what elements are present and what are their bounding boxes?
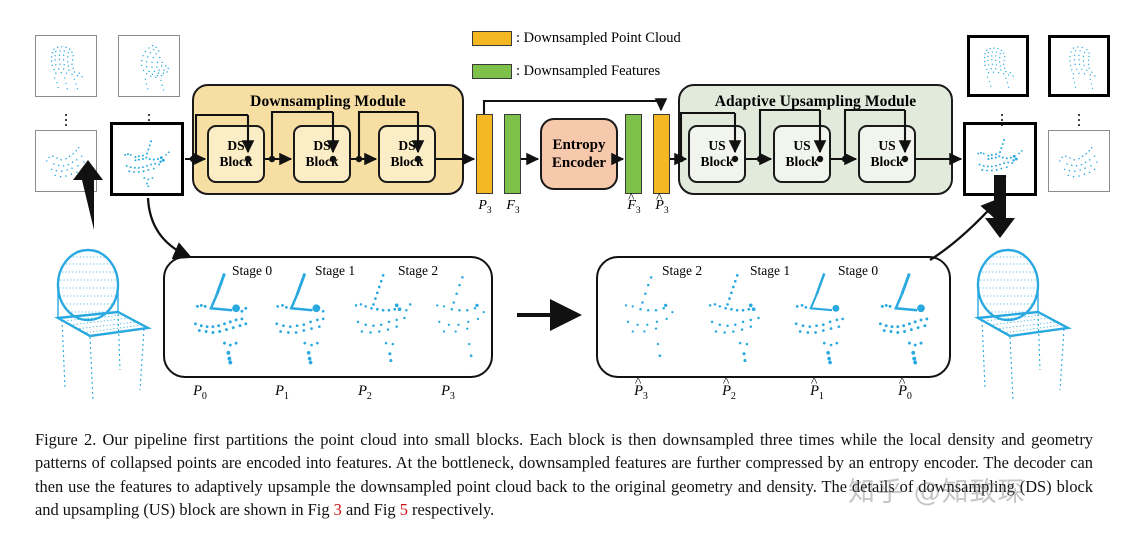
p3-hat-bar-label: P3: [643, 198, 681, 216]
entropy-encoder-box[interactable]: Entropy Encoder: [540, 118, 618, 190]
f3-hat-bar-label: F3: [615, 198, 653, 216]
f3-bar: [504, 114, 521, 194]
left-stage-label-0: Stage 0: [232, 263, 273, 278]
ds-block-2-line1: DS: [313, 138, 331, 154]
caption-part-1: Figure 2. Our pipeline first partitions …: [35, 430, 1093, 519]
upsampling-stage-point-clouds: [624, 272, 929, 365]
us-block-2-line1: US: [793, 138, 811, 154]
ds-block-2[interactable]: DS Block: [293, 125, 351, 183]
f3-hat-bar: [625, 114, 642, 194]
vertical-ellipsis-left-2: ...: [146, 101, 152, 130]
caption-part-2: and Fig: [341, 499, 400, 519]
us-block-2-line2: Block: [785, 154, 819, 169]
vertical-ellipsis-left-1: ...: [63, 101, 69, 130]
point-cloud-chair-recon-2: [1069, 46, 1096, 90]
caption-ref-fig5: 5: [399, 499, 408, 519]
left-panel-label-p1: P1: [275, 383, 289, 402]
p3-bar-label: P3: [478, 198, 492, 216]
us-block-2[interactable]: US Block: [773, 125, 831, 183]
figure-caption: Figure 2. Our pipeline first partitions …: [35, 428, 1093, 521]
p3-hat-bar: [653, 114, 670, 194]
right-panel-label-p0-hat: P0: [884, 383, 926, 402]
caption-part-3: respectively.: [407, 499, 495, 519]
point-cloud-chair-recon-1: [983, 47, 1014, 88]
entropy-encoder-line1: Entropy: [552, 137, 606, 153]
vertical-ellipsis-right-2: ...: [1076, 101, 1082, 130]
point-cloud-chair-original: [54, 248, 152, 401]
us-block-1-line1: US: [708, 138, 726, 154]
point-cloud-chair-dense-1: [50, 46, 83, 90]
ds-block-3[interactable]: DS Block: [378, 125, 436, 183]
us-block-1-line2: Block: [700, 154, 734, 169]
output-block-thumbnail-top-2: [1048, 35, 1110, 97]
us-block-3[interactable]: US Block: [858, 125, 916, 183]
output-full-point-cloud-chair: [960, 240, 1085, 405]
input-block-thumbnail-top-2: [118, 35, 180, 97]
right-panel-label-p3-hat: P3: [620, 383, 662, 402]
left-panel-label-p0: P0: [193, 383, 207, 402]
entropy-encoder-line2: Encoder: [551, 155, 607, 171]
us-block-1[interactable]: US Block: [688, 125, 746, 183]
right-stage-label-0: Stage 0: [838, 263, 879, 278]
input-block-thumbnail-bottom-1: [35, 130, 97, 192]
upsampling-stages-panel: [596, 256, 951, 378]
downsampling-module-title: Downsampling Module: [250, 93, 406, 110]
left-stage-label-2: Stage 2: [398, 263, 439, 278]
input-full-point-cloud-chair: [40, 240, 165, 405]
output-block-thumbnail-bottom-2: [1048, 130, 1110, 192]
f3-bar-label: F3: [506, 198, 520, 216]
vertical-ellipsis-right-1: ...: [999, 101, 1005, 130]
downsampling-stages-panel: [163, 256, 493, 378]
point-cloud-chair-dense-2: [141, 44, 169, 91]
point-cloud-reconstructed-block: [977, 138, 1023, 186]
caption-ref-fig3: 3: [333, 499, 342, 519]
left-panel-label-p3: P3: [441, 383, 455, 402]
legend-item-downsampled-features: : Downsampled Features: [472, 63, 660, 80]
left-panel-label-p2: P2: [358, 383, 372, 402]
us-block-3-line1: US: [878, 138, 896, 154]
ds-block-1[interactable]: DS Block: [207, 125, 265, 183]
ds-block-3-line1: DS: [398, 138, 416, 154]
point-cloud-selected-block: [124, 140, 170, 188]
right-stage-label-2: Stage 2: [662, 263, 703, 278]
legend-label-features: : Downsampled Features: [516, 63, 661, 79]
point-cloud-sparse-1: [46, 147, 85, 178]
point-cloud-sparse-2: [1059, 147, 1098, 178]
legend-label-point-cloud: : Downsampled Point Cloud: [516, 30, 681, 46]
p3-bar: [476, 114, 493, 194]
ds-block-1-line1: DS: [227, 138, 245, 154]
adaptive-upsampling-module-title: Adaptive Upsampling Module: [714, 93, 917, 110]
point-cloud-chair-reconstructed: [974, 248, 1072, 401]
ds-block-1-line2: Block: [219, 154, 253, 169]
selected-input-block-thumbnail: [110, 122, 184, 196]
legend-swatch-point-cloud: [472, 31, 512, 46]
right-panel-label-p1-hat: P1: [796, 383, 838, 402]
downsampling-stage-point-clouds: [194, 272, 485, 365]
right-stage-label-1: Stage 1: [750, 263, 791, 278]
ds-block-3-line2: Block: [390, 154, 424, 169]
legend-swatch-features: [472, 64, 512, 79]
ds-block-2-line2: Block: [305, 154, 339, 169]
reconstructed-block-thumbnail: [963, 122, 1037, 196]
us-block-3-line2: Block: [870, 154, 904, 169]
right-panel-label-p2-hat: P2: [708, 383, 750, 402]
input-block-thumbnail-top-1: [35, 35, 97, 97]
output-block-thumbnail-top-1: [967, 35, 1029, 97]
legend-item-downsampled-point-cloud: : Downsampled Point Cloud: [472, 30, 681, 47]
left-stage-label-1: Stage 1: [315, 263, 356, 278]
